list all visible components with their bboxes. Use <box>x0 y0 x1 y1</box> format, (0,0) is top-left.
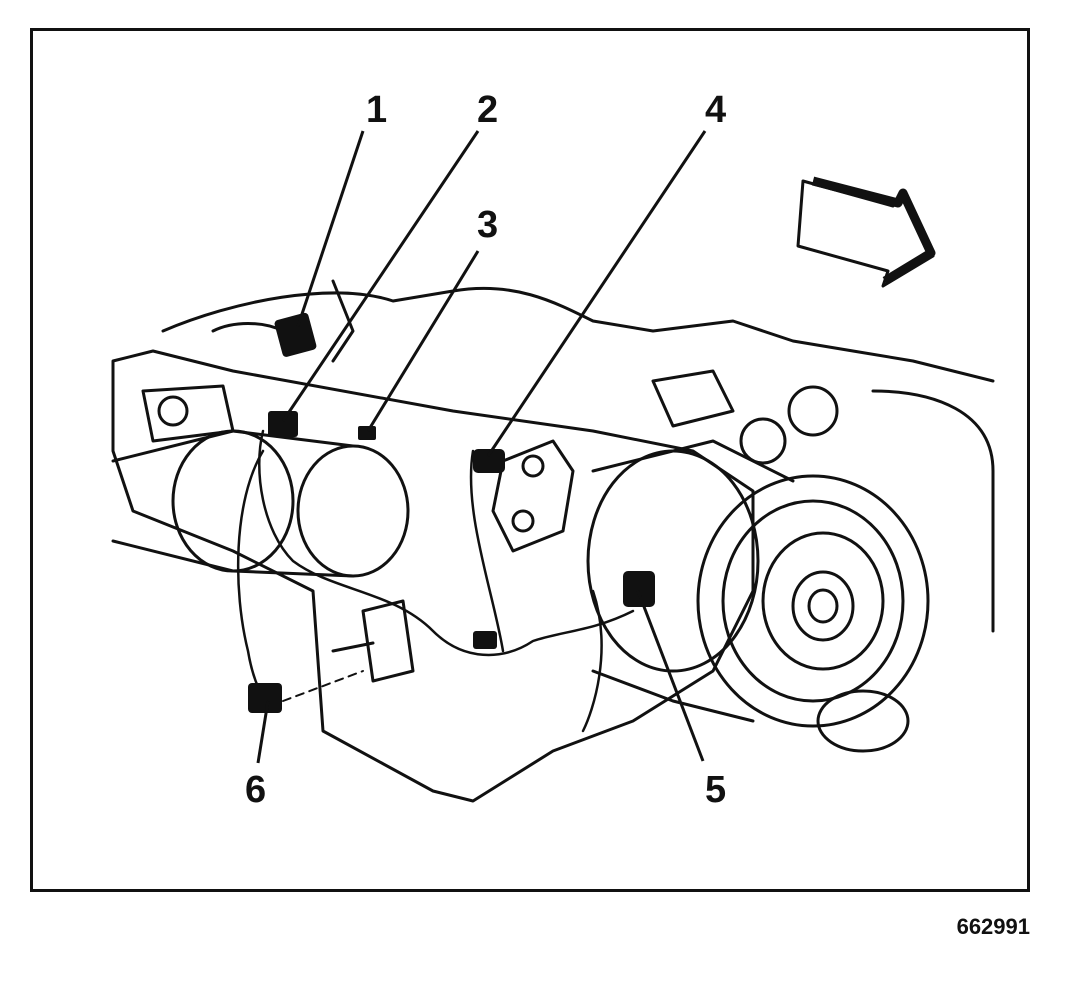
mounting-flange <box>141 384 235 443</box>
figure-id: 662991 <box>956 914 1030 939</box>
connector-6 <box>248 683 282 713</box>
arrow-forward-icon <box>796 176 936 288</box>
connector-5 <box>623 571 655 607</box>
callout-4: 4 <box>705 89 727 131</box>
callout-3: 3 <box>477 204 499 246</box>
callout-2: 2 <box>477 89 499 131</box>
connector-1 <box>274 312 317 357</box>
callout-5: 5 <box>705 769 727 811</box>
leader-line-5 <box>636 590 705 762</box>
compressor-body <box>591 439 795 723</box>
engine-block <box>111 349 755 803</box>
figure-frame: 1 2 3 4 5 6 <box>30 28 1030 892</box>
leader-line-2 <box>281 130 480 422</box>
callout-1: 1 <box>366 89 388 131</box>
leader-line-6 <box>256 700 270 764</box>
connector-2 <box>268 411 298 437</box>
connector-4 <box>473 449 505 473</box>
leader-line-1 <box>296 130 365 327</box>
callout-6: 6 <box>245 769 267 811</box>
sensor-housing <box>361 599 415 683</box>
connector-3 <box>358 426 376 440</box>
leader-line-4 <box>486 130 707 457</box>
leader-line-3 <box>366 250 480 432</box>
engine-illustration <box>111 130 995 803</box>
compressor-pulley <box>696 474 930 728</box>
wiring-harness <box>258 429 635 657</box>
